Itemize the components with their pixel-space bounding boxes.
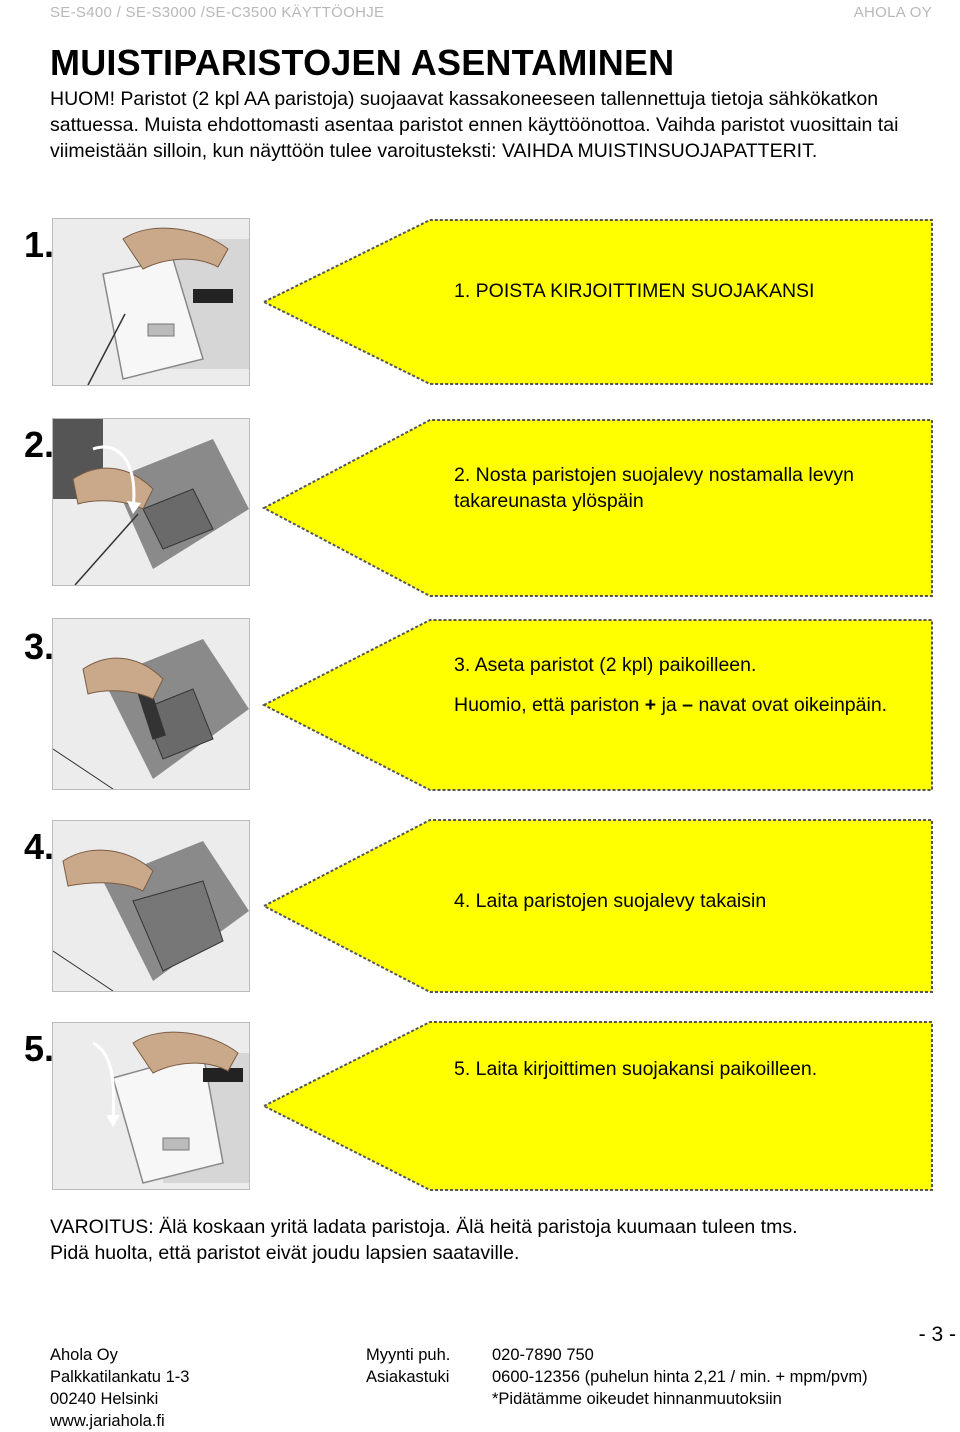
step-2-callout: 2. Nosta paristojen suojalevy nostamalla… [262, 418, 934, 598]
footer-contact-labels: Myynti puh. Asiakastuki [366, 1344, 450, 1388]
document-header-right: AHOLA OY [853, 4, 932, 21]
minus-pole-symbol: – [682, 694, 694, 716]
step-3-text: 3. Aseta paristot (2 kpl) paikoilleen. H… [454, 652, 929, 718]
left-arrow-callout-icon [262, 1021, 933, 1191]
left-arrow-callout-icon [262, 219, 933, 385]
footer-sales-label: Myynti puh. [366, 1346, 451, 1364]
footer-company-name: Ahola Oy [50, 1346, 118, 1364]
step-2-number: 2. [24, 424, 55, 465]
step-5-photo [52, 1022, 250, 1190]
left-arrow-callout-icon [262, 819, 933, 993]
step-1-number: 1. [24, 224, 55, 265]
document-header-left: SE-S400 / SE-S3000 /SE-C3500 KÄYTTÖOHJE [50, 4, 385, 21]
step-1-callout: 1. POISTA KIRJOITTIMEN SUOJAKANSI [262, 218, 934, 386]
step-2-photo [52, 418, 250, 586]
step-4-callout: 4. Laita paristojen suojalevy takaisin [262, 818, 934, 994]
left-arrow-callout-icon [262, 419, 933, 597]
step-1-text: 1. POISTA KIRJOITTIMEN SUOJAKANSI [454, 280, 815, 302]
step-5-text: 5. Laita kirjoittimen suojakansi paikoil… [454, 1058, 818, 1080]
step-3-number: 3. [24, 626, 55, 667]
footer-website-link[interactable]: www.jariahola.fi [50, 1412, 165, 1430]
footer-street: Palkkatilankatu 1-3 [50, 1368, 190, 1386]
footer-support-phone: 0600-12356 (puhelun hinta 2,21 / min. + … [492, 1368, 868, 1386]
step-3-instruction: 3. Aseta paristot (2 kpl) paikoilleen. [454, 654, 757, 676]
plus-pole-symbol: + [644, 694, 657, 716]
warning-line-1: VAROITUS: Älä koskaan yritä ladata paris… [50, 1216, 798, 1238]
step-4-number: 4. [24, 826, 55, 867]
footer-company: Ahola Oy Palkkatilankatu 1-3 00240 Helsi… [50, 1344, 189, 1432]
footer-support-label: Asiakastuki [366, 1368, 450, 1386]
footer-sales-phone: 020-7890 750 [492, 1346, 594, 1364]
warning-line-2: Pidä huolta, että paristot eivät joudu l… [50, 1242, 520, 1264]
step-1-photo [52, 218, 250, 386]
page-number: - 3 - [918, 1323, 956, 1346]
step-5-callout: 5. Laita kirjoittimen suojakansi paikoil… [262, 1020, 934, 1192]
warning-text: VAROITUS: Älä koskaan yritä ladata paris… [50, 1214, 950, 1266]
page-title: MUISTIPARISTOJEN ASENTAMINEN [50, 42, 675, 83]
step-5-number: 5. [24, 1028, 55, 1069]
step-3-note-and: ja [656, 694, 683, 716]
step-3-note-start: Huomio, että pariston [454, 694, 645, 716]
footer-contact-values: 020-7890 750 0600-12356 (puhelun hinta 2… [492, 1344, 868, 1410]
step-3-callout: 3. Aseta paristot (2 kpl) paikoilleen. H… [262, 618, 934, 792]
footer-price-note: *Pidätämme oikeudet hinnanmuutoksiin [492, 1390, 782, 1408]
step-4-text: 4. Laita paristojen suojalevy takaisin [454, 890, 767, 912]
intro-paragraph: HUOM! Paristot (2 kpl AA paristoja) suoj… [50, 88, 899, 162]
step-2-text: 2. Nosta paristojen suojalevy nostamalla… [454, 464, 854, 512]
footer-postal: 00240 Helsinki [50, 1390, 159, 1408]
step-3-polarity-note: Huomio, että pariston + ja – navat ovat … [454, 692, 929, 718]
step-3-photo [52, 618, 250, 790]
step-4-photo [52, 820, 250, 992]
step-3-note-end: navat ovat oikeinpäin. [693, 694, 888, 716]
left-arrow-callout-icon [262, 619, 933, 791]
